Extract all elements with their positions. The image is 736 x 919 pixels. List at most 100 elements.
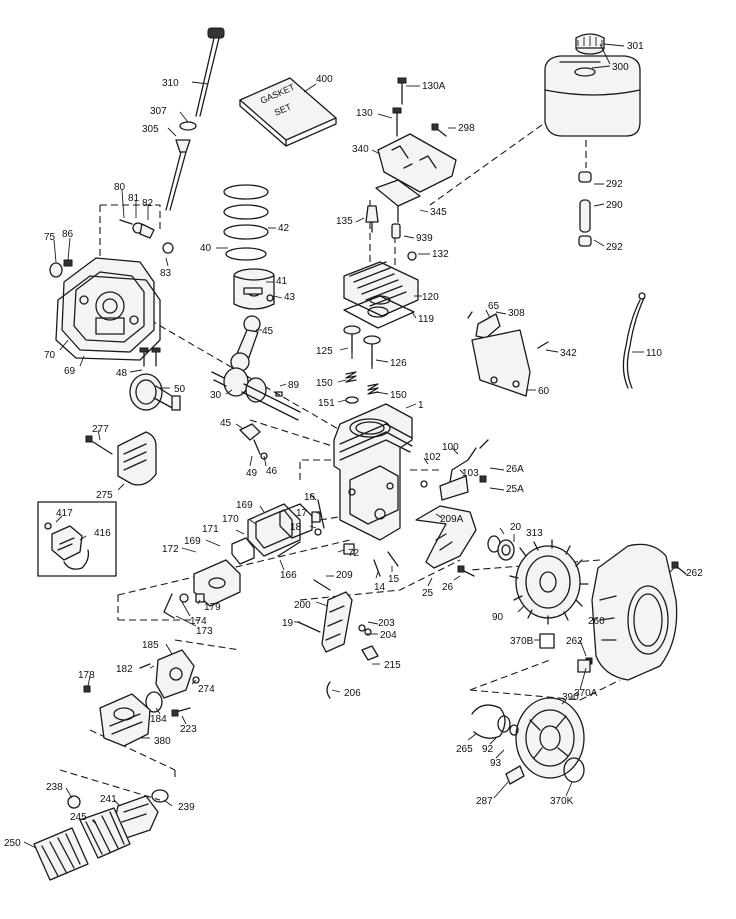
label-239: 239 (178, 802, 195, 813)
label-25: 25 (422, 588, 434, 599)
dipstick-tube-assembly (165, 27, 225, 211)
intake-valve (363, 335, 381, 367)
label-19: 19 (282, 618, 294, 629)
muffler (117, 431, 157, 486)
label-238: 238 (46, 782, 63, 793)
label-223: 223 (180, 724, 197, 735)
label-260: 260 (588, 616, 605, 627)
governor-parts (119, 219, 174, 254)
label-130: 130 (356, 108, 373, 119)
label-241: 241 (100, 794, 117, 805)
label-48: 48 (116, 368, 128, 379)
head-bolt (407, 251, 417, 261)
oil-seal (49, 262, 63, 278)
carburetor-flange (193, 559, 241, 607)
label-174: 174 (190, 616, 207, 627)
label-72: 72 (348, 548, 360, 559)
label-89: 89 (288, 380, 300, 391)
label-17: 17 (296, 508, 308, 519)
spark-plug-boot (391, 223, 401, 239)
air-filter-cover (33, 827, 89, 881)
label-345: 345 (430, 207, 447, 218)
label-292-lower: 292 (606, 242, 623, 253)
label-120: 120 (422, 292, 439, 303)
label-125: 125 (316, 346, 333, 357)
label-203: 203 (378, 618, 395, 629)
label-100: 100 (442, 442, 459, 453)
intake-gasket-1 (279, 503, 313, 539)
label-173: 173 (196, 626, 213, 637)
label-42: 42 (278, 223, 290, 234)
air-filter-gasket (151, 789, 169, 803)
label-215: 215 (384, 660, 401, 671)
label-82: 82 (142, 198, 154, 209)
label-169-lower: 169 (184, 536, 201, 547)
label-80: 80 (114, 182, 126, 193)
engine-block (333, 403, 413, 541)
label-262-upper: 262 (686, 568, 703, 579)
label-340: 340 (352, 144, 369, 155)
crankshaft (211, 367, 301, 421)
label-30: 30 (210, 390, 222, 401)
label-16: 16 (304, 492, 316, 503)
label-185: 185 (142, 640, 159, 651)
label-132: 132 (432, 249, 449, 260)
label-274: 274 (198, 684, 215, 695)
label-170: 170 (222, 514, 239, 525)
label-18: 18 (290, 522, 302, 533)
breather-parts (343, 543, 399, 577)
starter-cup (471, 704, 519, 739)
decals (539, 633, 591, 673)
label-43: 43 (284, 292, 296, 303)
label-86: 86 (62, 229, 74, 240)
governor-lever (239, 423, 268, 460)
label-103: 103 (462, 468, 479, 479)
label-380: 380 (154, 736, 171, 747)
crankshaft-key (275, 391, 283, 397)
bracket-bolts (392, 77, 447, 137)
label-126: 126 (390, 358, 407, 369)
label-119: 119 (418, 314, 434, 325)
drain-plug (63, 259, 73, 267)
label-45-upper: 45 (262, 326, 274, 337)
part-labels: 301 300 310 400 130A 130 298 307 305 340… (4, 41, 703, 849)
label-265: 265 (456, 744, 473, 755)
throttle-linkage (277, 499, 325, 557)
label-178: 178 (78, 670, 95, 681)
fuel-tank-cap (575, 33, 605, 55)
inset-detail-box (37, 501, 117, 577)
label-93: 93 (490, 758, 502, 769)
flywheel (509, 539, 589, 625)
label-83: 83 (160, 268, 172, 279)
label-182: 182 (116, 664, 133, 675)
spark-plug (365, 205, 379, 233)
label-200: 200 (294, 600, 311, 611)
ground-shield (415, 505, 477, 569)
intake-gasket-2 (231, 537, 255, 565)
muffler-screw (85, 435, 113, 455)
label-305: 305 (142, 124, 159, 135)
housing-screw-upper (671, 561, 687, 575)
label-277: 277 (92, 424, 109, 435)
choke-cable (622, 292, 646, 389)
crankcase-cover (61, 257, 155, 353)
label-290: 290 (606, 200, 623, 211)
recoil-starter (515, 697, 585, 779)
ignition-screw (479, 475, 487, 483)
piston-ring-set (223, 184, 269, 261)
cylinder-head (343, 261, 419, 317)
label-150-right: 150 (390, 390, 407, 401)
label-60: 60 (538, 386, 550, 397)
label-370K: 370K (550, 796, 574, 807)
label-417: 417 (56, 508, 73, 519)
label-75: 75 (44, 232, 56, 243)
label-301: 301 (627, 41, 644, 52)
fuel-tank (544, 55, 641, 137)
label-172: 172 (162, 544, 179, 555)
label-262-lower: 262 (566, 636, 583, 647)
label-151: 151 (318, 398, 335, 409)
label-209: 209 (336, 570, 353, 581)
carburetor-body (83, 685, 151, 747)
assembly-guide-lines (59, 111, 621, 801)
